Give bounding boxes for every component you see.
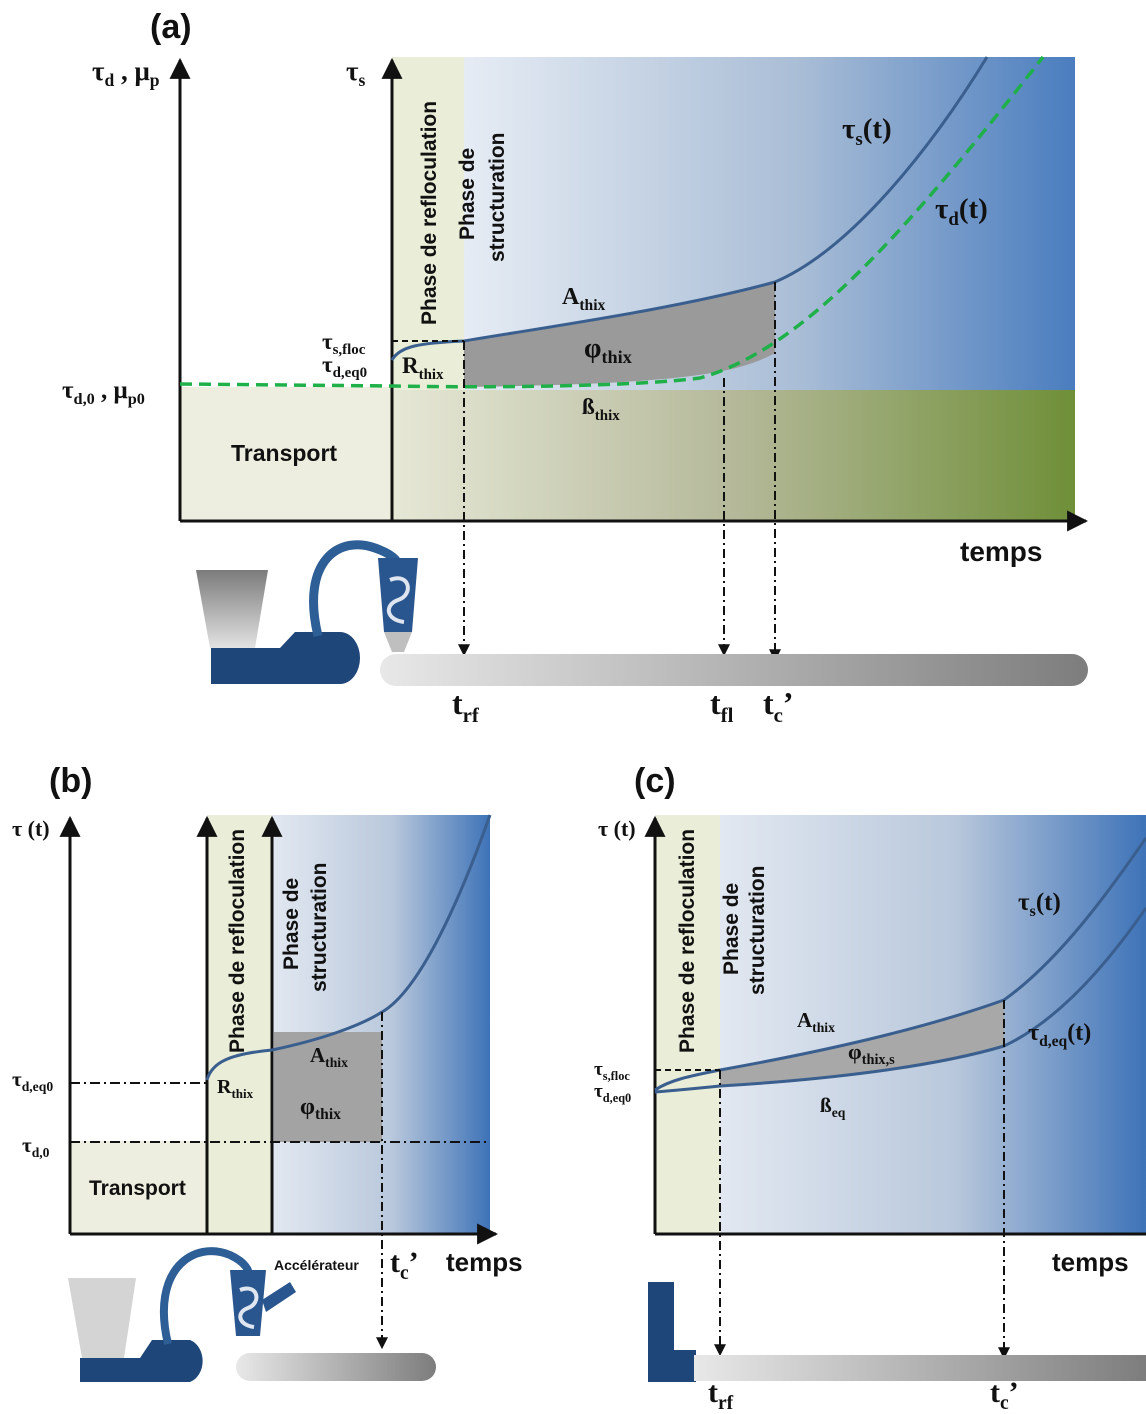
temps-label-c: temps [1052,1247,1129,1277]
t-fl-label-a: tfl [710,685,734,727]
tau-s-curve-a [390,56,989,361]
tau-s-floc-label-c: τs,floc [594,1059,630,1083]
transport-label-b: Transport [89,1177,186,1200]
tau-d0-mu-label-a: τd,0 , μp0 [62,377,145,408]
tau-d-eq0-label-c: τd,eq0 [594,1081,631,1105]
panel-b-label: (b) [49,762,92,800]
pump-body-b [80,1340,203,1382]
accelerateur-label-b: Accélérateur [274,1257,359,1273]
t-rf-label-c: trf [708,1376,734,1414]
mixer-swirl-a [387,576,410,624]
tau-d-eq0-label-b: τd,eq0 [12,1067,53,1094]
t-c-label-a: tc’ [763,685,794,727]
phase-refloc-label-b: Phase de refloculation [226,829,249,1053]
phi-thix-label-a: φthix [584,333,632,367]
tau-curve-b [205,814,492,1081]
tau-d-eq-t-label-c: τd,eq(t) [1028,1020,1091,1050]
mixer-swirl-b [238,1286,259,1329]
mixer-nozzle-a [384,632,412,652]
phase-struct-label-a-2: structuration [486,132,509,262]
phi-thix-s-area-c [720,1000,1004,1086]
a-thix-label-a: Athix [562,284,606,314]
green-zone-a [392,390,1075,521]
tau-s-curve-c [654,837,1146,1092]
transport-label-a: Transport [231,440,337,466]
pipe-c [694,1355,1146,1381]
refloc-zone-b [207,815,272,1234]
panel-b: (b) Phase de refloculation Phase de stru… [12,762,523,1382]
y-axis-label-b: τ (t) [12,816,50,841]
panel-c: (c) Phase de refloculation Phase de stru… [594,762,1146,1414]
tau-d-eq-curve-c [654,907,1146,1094]
hopper-b [68,1278,136,1358]
tau-d-eq0-label-a: τd,eq0 [322,352,367,381]
r-thix-label-a: Rthix [402,353,444,383]
tau-s-t-label-c: τs(t) [1018,889,1061,920]
phase-refloc-label-c: Phase de refloculation [676,829,699,1053]
a-thix-label-c: Athix [797,1008,835,1035]
phase-struct-label-c-2: structuration [746,865,769,995]
tau-d-curve-a [179,55,1045,389]
t-rf-label-a: trf [452,685,480,727]
y-axis-label-c: τ (t) [598,816,636,841]
panel-a: (a) Phase de refloculation Phase de stru… [62,8,1089,727]
phi-thix-area-a [464,282,775,387]
r-thix-label-b: Rthix [217,1076,254,1101]
phase-struct-label-a-1: Phase de [456,148,479,240]
phi-thix-label-b: φthix [300,1094,341,1123]
tau-d0-label-b: τd,0 [22,1133,50,1160]
tau-s-t-label-a: τs(t) [842,113,892,150]
tau-s-floc-label-a: τs,floc [322,329,366,358]
beta-eq-label-c: ßeq [820,1093,846,1120]
truck-equipment-c [648,1282,696,1382]
pipe-a [380,654,1088,686]
pump-hose-b [159,1247,254,1345]
phi-thix-s-label-c: φthix,s [848,1039,895,1068]
phase-struct-label-b-1: Phase de [280,878,303,970]
temps-label-a: temps [960,536,1042,567]
beta-thix-label-a: ßthix [582,394,620,424]
hopper-a [196,570,268,648]
y-axis-right-label-a: τs [346,56,365,90]
pump-equipment-b [68,1247,296,1382]
accelerator-port-b [262,1282,296,1312]
phase-struct-label-c-1: Phase de [720,883,743,975]
tau-d-t-label-a: τd(t) [935,193,988,230]
temps-label-b: temps [446,1247,523,1277]
pump-equipment-a [196,540,418,684]
transport-zone-a [180,387,392,521]
pump-body-a [211,632,360,684]
panel-a-label: (a) [150,8,192,46]
phase-struct-label-b-2: structuration [308,862,331,992]
t-c-label-b: tc’ [390,1246,419,1284]
transport-zone-b [70,1141,207,1234]
t-c-label-c: tc’ [990,1376,1019,1414]
phase-refloc-label-a: Phase de refloculation [418,101,441,325]
refloc-zone-c [655,815,720,1234]
panel-c-label: (c) [634,762,676,800]
pipe-b [236,1353,436,1381]
phi-thix-area-b [274,1032,382,1142]
a-thix-label-b: Athix [310,1043,348,1070]
y-axis-left-label-a: τd , μp [92,56,160,90]
